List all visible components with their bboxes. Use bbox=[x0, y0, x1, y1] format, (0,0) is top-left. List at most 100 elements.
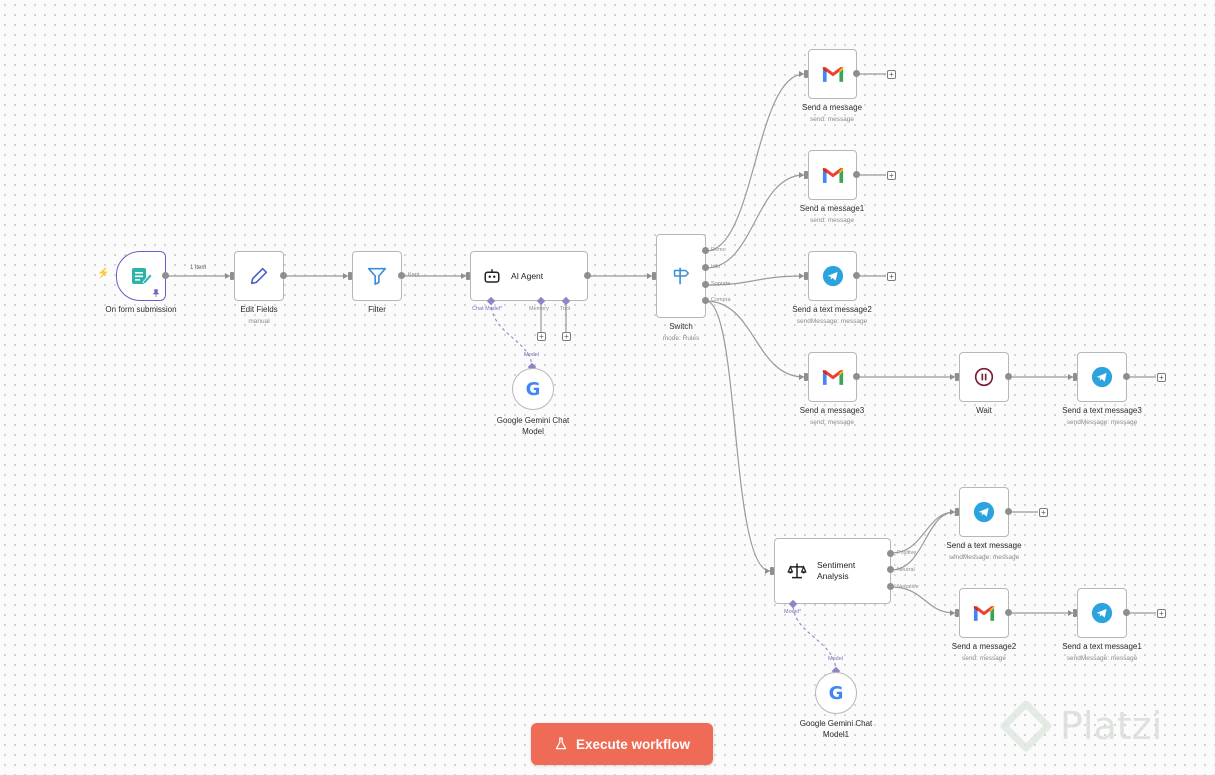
node-send-a-message2[interactable] bbox=[959, 588, 1009, 638]
gmail3-subtitle: send: message bbox=[809, 419, 855, 426]
output-port[interactable] bbox=[1005, 373, 1012, 380]
input-port[interactable] bbox=[348, 272, 352, 280]
node-send-a-message1[interactable] bbox=[808, 150, 857, 200]
edge-sent-pos-telegram0 bbox=[890, 511, 956, 554]
add-memory-button[interactable]: + bbox=[537, 332, 546, 341]
switch-out-label: Demo bbox=[711, 247, 726, 253]
gmail3-title: Send a message3 bbox=[799, 406, 865, 415]
output-port-negative[interactable] bbox=[887, 583, 894, 590]
input-port[interactable] bbox=[230, 272, 234, 280]
add-node-button[interactable]: + bbox=[1157, 609, 1166, 618]
node-send-a-text-message1[interactable] bbox=[1077, 588, 1127, 638]
input-port[interactable] bbox=[466, 272, 470, 280]
google-g-icon: G bbox=[525, 378, 541, 400]
add-node-button[interactable]: + bbox=[1039, 508, 1048, 517]
output-port[interactable] bbox=[1005, 609, 1012, 616]
telegram-icon bbox=[1091, 602, 1113, 624]
robot-icon bbox=[484, 269, 500, 283]
input-port[interactable] bbox=[955, 373, 959, 381]
input-port[interactable] bbox=[804, 272, 808, 280]
output-port[interactable] bbox=[398, 272, 405, 279]
add-node-button[interactable]: + bbox=[887, 272, 896, 281]
gmail4-title: Send a message2 bbox=[951, 642, 1017, 651]
pin-icon bbox=[152, 289, 160, 297]
output-port[interactable] bbox=[1123, 373, 1130, 380]
input-port[interactable] bbox=[804, 373, 808, 381]
input-port[interactable] bbox=[652, 272, 656, 280]
output-port-soporte[interactable] bbox=[702, 281, 709, 288]
output-port-info[interactable] bbox=[702, 264, 709, 271]
node-filter[interactable] bbox=[352, 251, 402, 301]
node-sentiment-analysis[interactable]: Sentiment Analysis bbox=[774, 538, 891, 604]
output-port[interactable] bbox=[1123, 609, 1130, 616]
node-send-a-text-message3[interactable] bbox=[1077, 352, 1127, 402]
output-port[interactable] bbox=[584, 272, 591, 279]
telegram3-subtitle: sendMessage: message bbox=[1066, 419, 1138, 426]
add-node-button[interactable]: + bbox=[887, 70, 896, 79]
filter-kept-label: Kept bbox=[408, 272, 420, 278]
node-send-a-text-message[interactable] bbox=[959, 487, 1009, 537]
output-port-neutral[interactable] bbox=[887, 566, 894, 573]
node-edit-fields[interactable] bbox=[234, 251, 284, 301]
sentiment-title-line1: Sentiment bbox=[817, 560, 856, 570]
gemini1-title-line1: Google Gemini Chat bbox=[496, 416, 570, 425]
execute-workflow-button[interactable]: Execute workflow bbox=[531, 723, 713, 765]
output-port[interactable] bbox=[1005, 508, 1012, 515]
telegram1-title: Send a text message1 bbox=[1062, 642, 1142, 651]
gmail2-title: Send a message1 bbox=[799, 204, 865, 213]
node-google-gemini-chat-model[interactable]: G bbox=[512, 368, 554, 410]
output-port[interactable] bbox=[853, 373, 860, 380]
signpost-icon bbox=[673, 267, 690, 285]
input-port[interactable] bbox=[770, 567, 774, 575]
flask-icon bbox=[555, 737, 567, 750]
node-switch[interactable] bbox=[656, 234, 706, 318]
node-on-form-submission[interactable] bbox=[116, 251, 166, 301]
sentiment-model-port-label: Model* bbox=[784, 609, 802, 615]
trigger-bolt-icon: ⚡ bbox=[97, 268, 110, 279]
node-send-a-message[interactable] bbox=[808, 49, 857, 99]
edge-label-items: 1 item bbox=[190, 265, 207, 271]
output-port[interactable] bbox=[162, 272, 169, 279]
output-port-positive[interactable] bbox=[887, 550, 894, 557]
gemini2-title-line2: Model1 bbox=[822, 730, 850, 739]
output-port[interactable] bbox=[280, 272, 287, 279]
output-port[interactable] bbox=[853, 70, 860, 77]
input-port[interactable] bbox=[804, 70, 808, 78]
switch-out-label: Soporte bbox=[711, 281, 731, 287]
input-port[interactable] bbox=[955, 508, 959, 516]
sentiment-out-label: Positive bbox=[897, 550, 917, 556]
tool-port-label: Tool bbox=[560, 306, 571, 312]
pencil-icon bbox=[250, 267, 268, 285]
telegram0-title: Send a text message bbox=[946, 541, 1022, 550]
edge-sent-neg-gmail4 bbox=[890, 586, 956, 614]
output-port-compra[interactable] bbox=[702, 297, 709, 304]
edit-fields-subtitle: manual bbox=[248, 318, 270, 325]
add-node-button[interactable]: + bbox=[1157, 373, 1166, 382]
edit-fields-title: Edit Fields bbox=[240, 305, 278, 314]
gmail2-subtitle: send: message bbox=[809, 217, 855, 224]
switch-title: Switch bbox=[669, 322, 693, 331]
node-ai-agent[interactable]: AI Agent bbox=[470, 251, 588, 301]
input-port[interactable] bbox=[1073, 609, 1077, 617]
output-port[interactable] bbox=[853, 272, 860, 279]
add-node-button[interactable]: + bbox=[887, 171, 896, 180]
node-wait[interactable] bbox=[959, 352, 1009, 402]
google-g-icon: G bbox=[828, 682, 844, 704]
add-tool-button[interactable]: + bbox=[562, 332, 571, 341]
gmail-icon bbox=[973, 605, 995, 621]
node-send-a-text-message2[interactable] bbox=[808, 251, 857, 301]
input-port[interactable] bbox=[955, 609, 959, 617]
output-port[interactable] bbox=[853, 171, 860, 178]
edge-sent-neu-telegram0 bbox=[890, 511, 956, 571]
edge-switch-gmail2 bbox=[705, 174, 805, 269]
node-send-a-message3[interactable] bbox=[808, 352, 857, 402]
output-port-demo[interactable] bbox=[702, 247, 709, 254]
gmail-icon bbox=[822, 66, 843, 82]
input-port[interactable] bbox=[1073, 373, 1077, 381]
scales-icon bbox=[787, 563, 807, 579]
input-port[interactable] bbox=[804, 171, 808, 179]
gemini1-title-line2: Model bbox=[522, 427, 544, 436]
node-google-gemini-chat-model1[interactable]: G bbox=[815, 672, 857, 714]
gemini2-port-label: Model bbox=[828, 656, 843, 662]
